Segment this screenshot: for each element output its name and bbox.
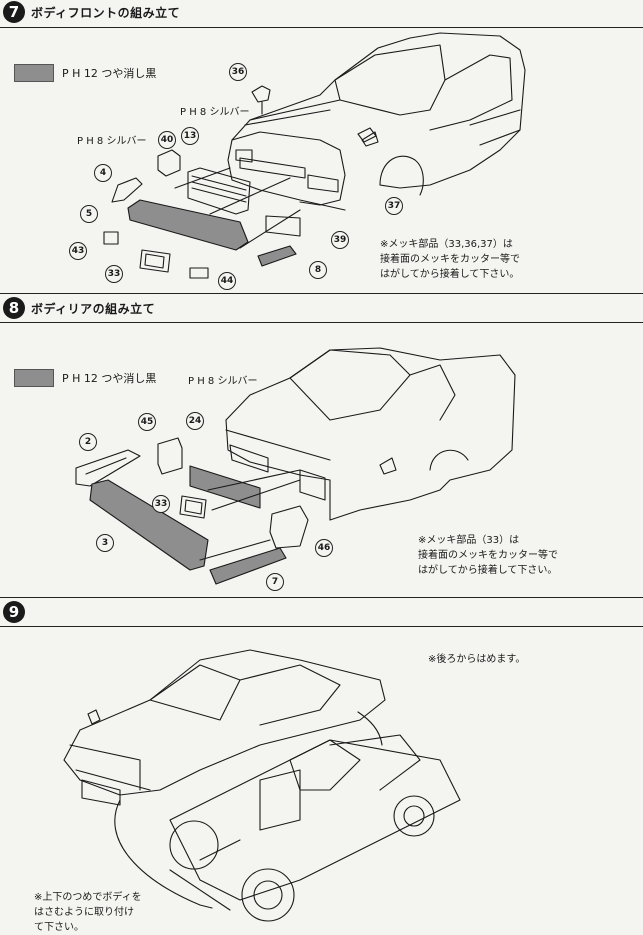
callout-37: 37 <box>385 197 403 215</box>
step-8-parts <box>75 437 309 585</box>
car-body-rear-illustration <box>225 347 516 521</box>
callout-36: 36 <box>229 63 247 81</box>
step-7-note: ※メッキ部品（33,36,37）は 接着面のメッキをカッター等で はがしてから接… <box>380 239 520 280</box>
step-9-header: 9 <box>0 600 643 626</box>
paint-swatch <box>14 64 54 82</box>
chassis-illustration <box>114 711 461 922</box>
step-8-title: ボディリアの組み立て <box>31 302 156 316</box>
step-9-tab-note: ※上下のつめでボディを はさむように取り付け て下さい。 <box>34 892 142 933</box>
step-8-rule <box>0 322 643 323</box>
callout-40: 40 <box>158 131 176 149</box>
step-8-number: 8 <box>3 297 25 319</box>
step-8-header: 8 ボディリアの組み立て <box>0 296 643 322</box>
callout-5: 5 <box>80 205 98 223</box>
callout-44: 44 <box>218 272 236 290</box>
callout-24: 24 <box>186 412 204 430</box>
callout-7: 7 <box>266 573 284 591</box>
matte-black-label-8: P H 12 つや消し黒 <box>62 372 157 385</box>
callout-45: 45 <box>138 413 156 431</box>
step-9-top-rule <box>0 597 643 598</box>
callout-2: 2 <box>79 433 97 451</box>
step-7-header: 7 ボディフロントの組み立て <box>0 0 643 26</box>
callout-33-rear: 33 <box>152 495 170 513</box>
step-7-rule <box>0 27 643 28</box>
callout-4: 4 <box>94 164 112 182</box>
callout-13: 13 <box>181 127 199 145</box>
step-9-rear-note: ※後ろからはめます。 <box>428 654 526 665</box>
silver-tag-rear: P H 8 シルバー <box>188 376 258 387</box>
car-body-front-illustration <box>227 32 526 211</box>
step-7-parts <box>103 85 377 279</box>
paint-swatch-8 <box>14 369 54 387</box>
callout-3: 3 <box>96 534 114 552</box>
callout-39: 39 <box>331 231 349 249</box>
step-9-number: 9 <box>3 601 25 623</box>
step-8-top-rule <box>0 293 643 294</box>
callout-43: 43 <box>69 242 87 260</box>
step-9-rule <box>0 626 643 627</box>
silver-tag-grille: P H 8 シルバー <box>180 107 250 118</box>
callout-8: 8 <box>309 261 327 279</box>
silver-tag-bumper: P H 8 シルバー <box>77 136 147 147</box>
callout-33-front: 33 <box>105 265 123 283</box>
matte-black-label: P H 12 つや消し黒 <box>62 67 157 80</box>
step-8-note: ※メッキ部品（33）は 接着面のメッキをカッター等で はがしてから接着して下さい… <box>418 535 558 576</box>
car-body-illustration-step9 <box>63 649 386 806</box>
step-7-title: ボディフロントの組み立て <box>31 6 181 20</box>
callout-46: 46 <box>315 539 333 557</box>
step-7-number: 7 <box>3 1 25 23</box>
